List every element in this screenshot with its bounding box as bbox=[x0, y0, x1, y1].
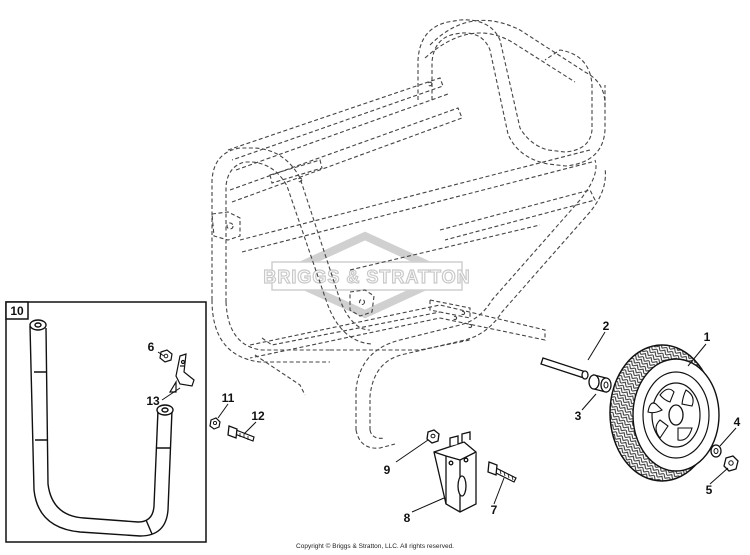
inset-label: 10 bbox=[10, 304, 24, 318]
watermark-text: BRIGGS & STRATTON bbox=[263, 267, 470, 287]
nut-part-6 bbox=[159, 349, 173, 363]
bolt-part-7 bbox=[487, 461, 517, 483]
callout-9: 9 bbox=[384, 463, 391, 477]
bolt-part-12 bbox=[227, 425, 255, 442]
callout-4: 4 bbox=[734, 415, 741, 429]
callout-7: 7 bbox=[491, 503, 498, 517]
nut-part-9 bbox=[426, 429, 440, 444]
inset-handle-kit: 10 bbox=[5, 301, 207, 543]
spacer-part-3 bbox=[588, 374, 612, 393]
copyright-notice: Copyright © Briggs & Stratton, LLC. All … bbox=[296, 543, 454, 550]
support-foot-part-8 bbox=[433, 431, 477, 513]
callout-6: 6 bbox=[148, 340, 155, 354]
nut-part-5 bbox=[723, 455, 739, 472]
handle-part-10 bbox=[29, 319, 174, 537]
brand-watermark: BRIGGS & STRATTON bbox=[263, 231, 470, 319]
callout-5: 5 bbox=[706, 483, 713, 497]
clamp-lever-part-13 bbox=[168, 353, 195, 393]
leader-lines bbox=[157, 331, 737, 513]
callout-1: 1 bbox=[704, 330, 711, 344]
callout-2: 2 bbox=[603, 319, 610, 333]
callout-3: 3 bbox=[575, 409, 582, 423]
nut-part-11 bbox=[209, 417, 221, 430]
callout-labels: 1 2 3 4 5 6 7 8 9 11 12 13 bbox=[146, 319, 740, 525]
axle-part-2 bbox=[540, 357, 589, 380]
washer-part-4 bbox=[710, 444, 722, 458]
callout-11: 11 bbox=[222, 391, 235, 405]
callout-8: 8 bbox=[404, 511, 411, 525]
generator-frame bbox=[211, 19, 606, 449]
wheel-part-1 bbox=[609, 344, 720, 482]
callout-12: 12 bbox=[251, 409, 265, 423]
callout-13: 13 bbox=[146, 394, 160, 408]
